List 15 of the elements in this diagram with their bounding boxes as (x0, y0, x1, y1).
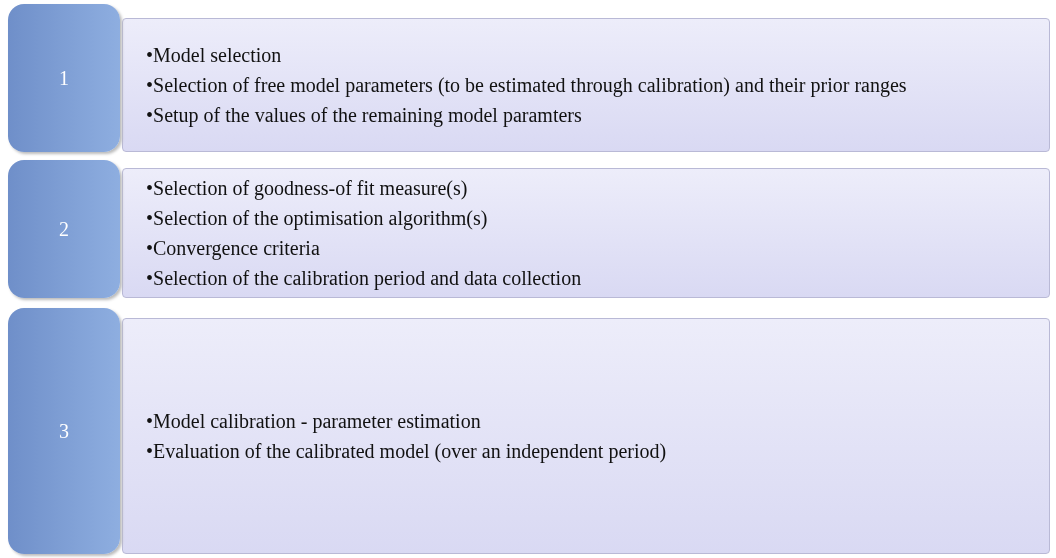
bullet-item: •Model calibration - parameter estimation (146, 409, 482, 433)
bullet-item: •Evaluation of the calibrated model (over an independent period) (146, 439, 668, 463)
step-number-box: 3 (8, 308, 120, 554)
bullet-item: •Selection of the optimisation algorithm(s) (146, 206, 489, 230)
bullet-item: •Selection of goodness-of fit measure(s) (146, 176, 469, 200)
bullet-item: •Selection of free model parameters (to be estimated through calibration) and their prior ranges (146, 73, 908, 97)
step-panel (122, 168, 1050, 298)
bullet-item: •Selection of the calibration period and data collection (146, 266, 583, 290)
bullet-item: •Model selection (146, 43, 283, 67)
step-panel (122, 18, 1050, 152)
step-number-box: 1 (8, 4, 120, 152)
bullet-item: •Setup of the values of the remaining model paramters (146, 103, 583, 127)
step-panel (122, 318, 1050, 554)
bullet-item: •Convergence criteria (146, 236, 321, 260)
step-number-box: 2 (8, 160, 120, 298)
